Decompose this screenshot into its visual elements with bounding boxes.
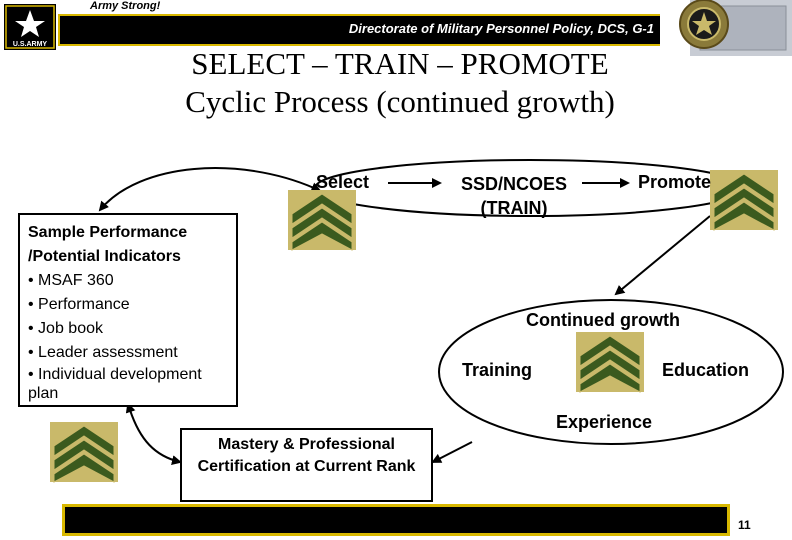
indicators-box: Sample Performance /Potential Indicators…	[18, 213, 238, 407]
indicator-item: • Leader assessment	[28, 344, 178, 361]
arrow-select-indicators	[98, 167, 322, 212]
growth-ellipse	[438, 299, 784, 445]
train-label: SSD/NCOES (TRAIN)	[460, 174, 568, 218]
arrow-growth-to-mastery	[431, 441, 473, 463]
logo-text: U.S.ARMY	[13, 41, 48, 48]
header-bar	[58, 14, 660, 46]
footer-bar	[62, 504, 730, 536]
directorate-title: Directorate of Military Personnel Policy…	[348, 21, 654, 36]
slide-title: SELECT – TRAIN – PROMOTE	[191, 46, 609, 81]
continued-growth-label: Continued growth	[526, 310, 680, 330]
army-strong-motto: Army Strong!	[90, 0, 161, 12]
slide-subtitle: Cyclic Process (continued growth)	[185, 84, 615, 119]
arrow-indicators-mastery	[125, 402, 182, 465]
sergeant-chevron-icon	[709, 169, 779, 231]
indicators-title: Sample Performance /Potential Indicators	[28, 224, 188, 265]
indicator-item: • MSAF 360	[28, 272, 114, 289]
sergeant-chevron-icon	[49, 421, 119, 483]
mastery-text: Mastery & Professional Certification at …	[197, 436, 416, 475]
promote-label: Promote	[638, 172, 712, 192]
sergeant-chevron-icon	[575, 331, 645, 393]
army-star-logo-icon: U.S.ARMY	[4, 4, 56, 50]
indicator-item: • Job book	[28, 320, 103, 337]
arrow-promote-to-growth	[614, 215, 711, 296]
indicator-item: • Performance	[28, 296, 130, 313]
sergeant-chevron-icon	[287, 189, 357, 251]
experience-label: Experience	[556, 412, 653, 432]
page-number: 11	[738, 518, 751, 532]
mastery-box: Mastery & Professional Certification at …	[180, 428, 433, 502]
select-label: Select	[316, 172, 370, 192]
training-label: Training	[462, 360, 533, 380]
indicator-item: • Individual development plan	[28, 366, 202, 402]
education-label: Education	[662, 360, 750, 380]
dcs-g1-seal-icon	[679, 0, 792, 56]
